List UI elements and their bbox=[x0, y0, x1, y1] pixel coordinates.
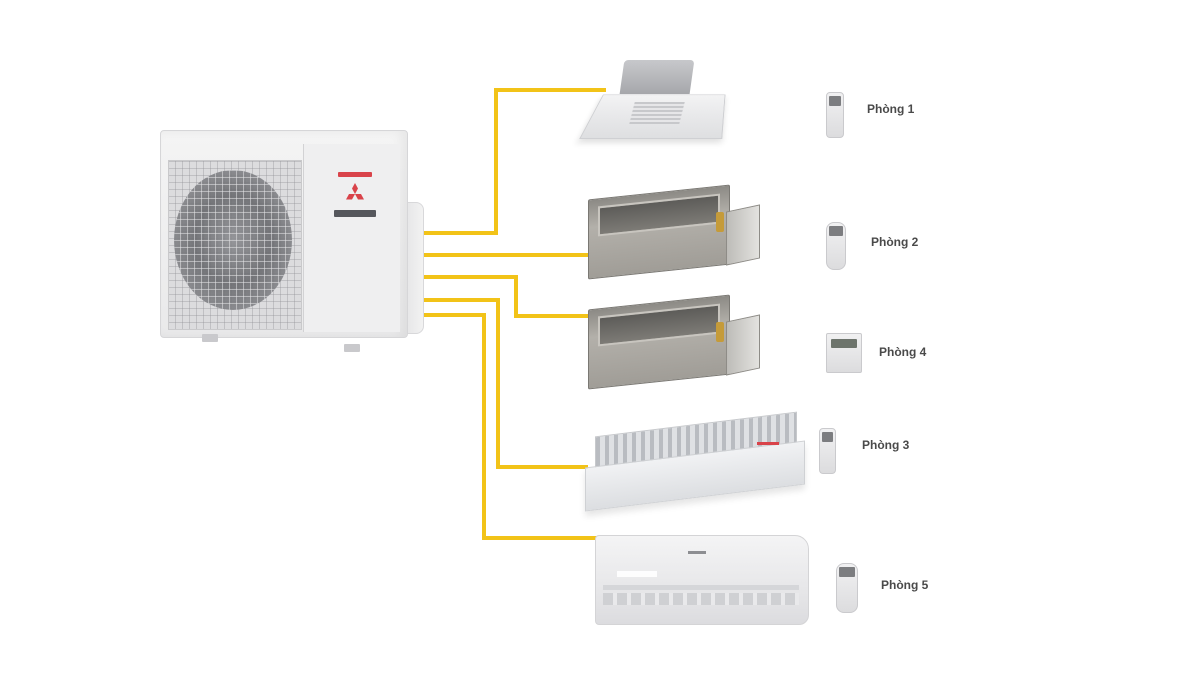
room-label-3: Phòng 3 bbox=[862, 438, 910, 452]
inverter-badge bbox=[338, 172, 372, 177]
outdoor-unit-foot bbox=[344, 344, 360, 352]
display-panel bbox=[617, 571, 657, 577]
indoor-unit-duct-1 bbox=[588, 184, 760, 280]
wall-unit-body bbox=[595, 535, 809, 625]
outdoor-unit-foot bbox=[202, 334, 218, 342]
brand-wordmark bbox=[334, 210, 376, 217]
wall-unit-lip bbox=[603, 585, 799, 590]
remote-control-icon bbox=[836, 563, 858, 613]
outdoor-unit bbox=[160, 130, 424, 352]
cassette-vent bbox=[629, 102, 685, 124]
room-label-4: Phòng 4 bbox=[879, 345, 927, 359]
wall-unit-louver bbox=[603, 593, 799, 605]
duct-control-box bbox=[726, 314, 760, 376]
fan-icon bbox=[174, 170, 292, 310]
brand-mark bbox=[757, 442, 779, 445]
wired-controller-icon bbox=[826, 333, 862, 373]
indoor-unit-ceiling-suspended bbox=[585, 411, 807, 512]
indoor-unit-cassette bbox=[579, 60, 727, 146]
cassette-housing bbox=[619, 60, 695, 94]
room-label-2: Phòng 2 bbox=[871, 235, 919, 249]
room-label-5: Phòng 5 bbox=[881, 578, 929, 592]
valve-icon bbox=[716, 322, 724, 342]
remote-control-icon bbox=[826, 92, 844, 138]
room-label-1: Phòng 1 bbox=[867, 102, 915, 116]
brand-mark bbox=[688, 551, 706, 554]
duct-control-box bbox=[726, 204, 760, 266]
remote-control-icon bbox=[826, 222, 846, 270]
valve-icon bbox=[716, 212, 724, 232]
brand-logo-icon bbox=[346, 183, 364, 200]
indoor-unit-wall-mounted bbox=[595, 535, 813, 627]
remote-control-icon bbox=[819, 428, 836, 474]
indoor-unit-duct-2 bbox=[588, 294, 760, 390]
